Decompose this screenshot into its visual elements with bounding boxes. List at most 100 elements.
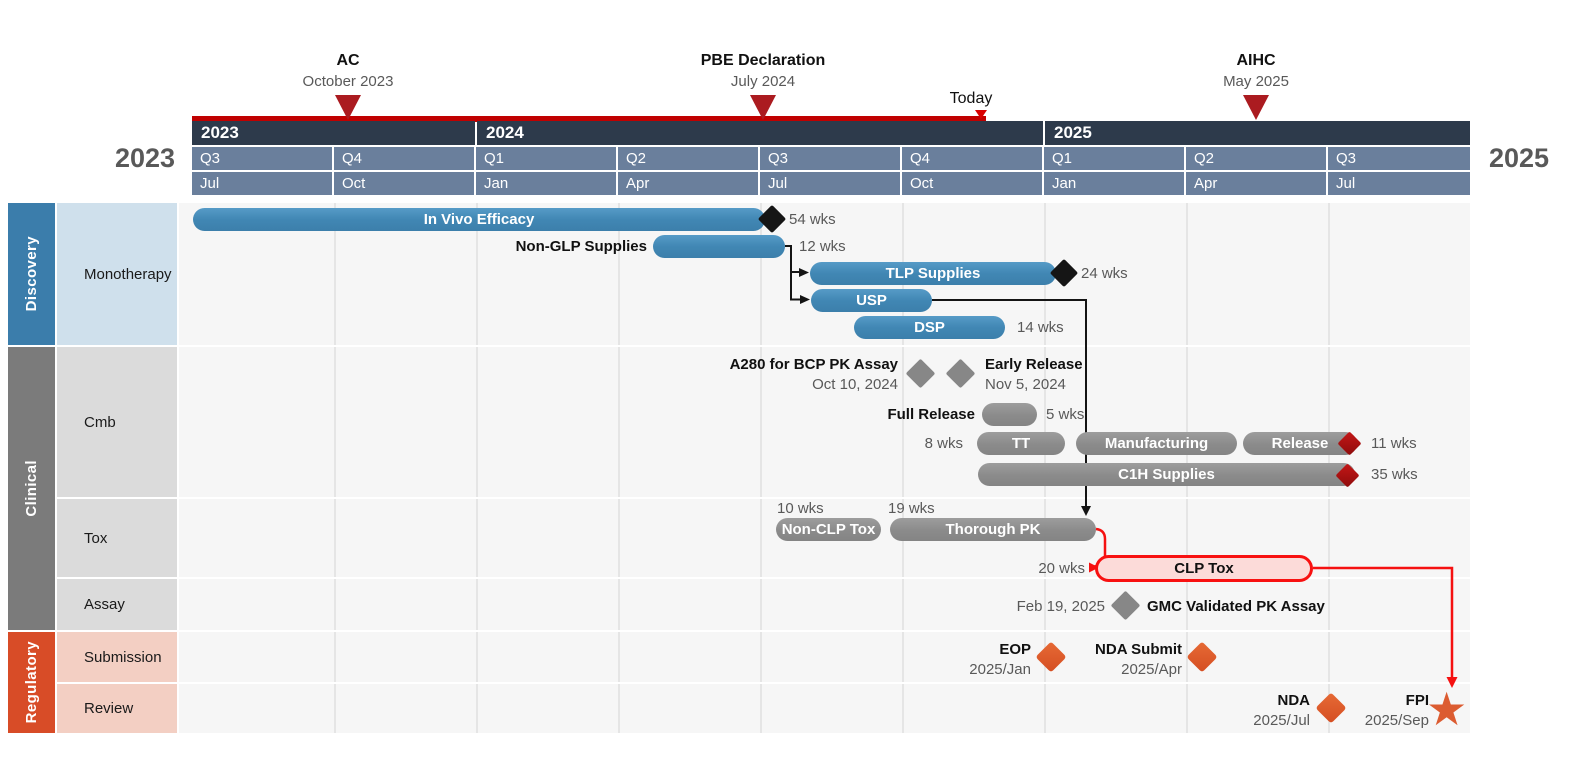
- group-regulatory: Regulatory: [8, 632, 55, 733]
- quarter-cell: Q2: [618, 147, 758, 170]
- quarter-cell: Q2: [1186, 147, 1326, 170]
- task-label: Thorough PK: [945, 521, 1041, 538]
- task-label: Release: [1271, 435, 1329, 452]
- task-label: C1H Supplies: [1118, 466, 1215, 483]
- axis-right-year-label: 2025: [1488, 143, 1550, 173]
- elapsed-time-line: [192, 116, 986, 122]
- task-bar-full-release[interactable]: [982, 403, 1037, 426]
- milestone-title: NDA: [1277, 692, 1311, 709]
- duration-label: 35 wks: [1371, 466, 1418, 483]
- top-milestone-title-pbe: PBE Declaration: [700, 52, 826, 69]
- task-bar-c1h-supplies[interactable]: C1H Supplies: [978, 463, 1355, 486]
- task-label: TT: [1011, 435, 1031, 452]
- task-label: DSP: [914, 319, 945, 336]
- task-label: USP: [856, 292, 887, 309]
- top-milestone-date-pbe: July 2024: [730, 73, 796, 90]
- month-cell: Jul: [1328, 172, 1470, 195]
- duration-label-thorough-pk: 19 wks: [888, 500, 935, 517]
- year-band-2023: 2023: [192, 121, 475, 145]
- duration-label: 54 wks: [789, 211, 836, 228]
- duration-label-non-clp: 10 wks: [777, 500, 824, 517]
- year-band-2024: 2024: [477, 121, 1043, 145]
- month-cell: Jan: [1044, 172, 1184, 195]
- month-cell: Oct: [334, 172, 474, 195]
- top-milestone-date-aihc: May 2025: [1223, 73, 1289, 90]
- milestone-label-fpi: FPI 2025/Sep: [1277, 691, 1429, 731]
- milestone-triangle-ac[interactable]: [335, 95, 361, 120]
- task-label: CLP Tox: [1174, 560, 1234, 577]
- task-bar-usp[interactable]: USP: [811, 289, 932, 312]
- row-review: Review: [57, 684, 177, 733]
- top-milestone-title-aihc: AIHC: [1236, 52, 1276, 69]
- group-discovery-label: Discovery: [23, 236, 40, 312]
- milestone-title: A280 for BCP PK Assay: [729, 356, 898, 373]
- task-label: Manufacturing: [1104, 435, 1209, 452]
- row-submission-label: Submission: [84, 648, 162, 666]
- month-cell: Apr: [1186, 172, 1326, 195]
- orange-star-fpi[interactable]: ★: [1426, 683, 1468, 735]
- milestone-label-nda: NDA 2025/Jul: [1158, 691, 1310, 731]
- row-review-label: Review: [84, 700, 134, 717]
- milestone-date-gmc: Feb 19, 2025: [1016, 598, 1105, 615]
- milestone-label-a280: A280 for BCP PK Assay Oct 10, 2024: [648, 355, 898, 395]
- milestone-label-early-release: Early Release Nov 5, 2024: [985, 355, 1185, 395]
- duration-label: 5 wks: [1046, 406, 1085, 423]
- duration-label: 14 wks: [1017, 319, 1064, 336]
- milestone-date: 2025/Apr: [1121, 661, 1182, 678]
- milestone-label-eop: EOP 2025/Jan: [879, 640, 1031, 680]
- quarter-cell: Q1: [476, 147, 616, 170]
- task-bar-dsp[interactable]: DSP: [854, 316, 1005, 339]
- year-band-2025: 2025: [1045, 121, 1470, 145]
- row-tox-label: Tox: [84, 529, 108, 547]
- milestone-title: NDA Submit: [1095, 641, 1182, 658]
- task-bar-thorough-pk[interactable]: Thorough PK: [890, 518, 1096, 541]
- row-cmb-label: Cmb: [84, 413, 116, 431]
- task-outside-label-non-glp: Non-GLP Supplies: [515, 238, 647, 255]
- axis-left-year-label: 2023: [114, 143, 176, 173]
- task-bar-in-vivo-efficacy[interactable]: In Vivo Efficacy: [193, 208, 765, 231]
- task-bar-tlp-supplies[interactable]: TLP Supplies: [810, 262, 1056, 285]
- gridline: [760, 203, 762, 733]
- month-cell: Apr: [618, 172, 758, 195]
- duration-label-clp-tox: 20 wks: [1038, 560, 1085, 577]
- milestone-title: Early Release: [985, 356, 1083, 373]
- milestone-date: 2025/Jan: [969, 661, 1031, 678]
- row-separator: [179, 682, 1470, 684]
- month-cell: Jul: [192, 172, 332, 195]
- milestone-date: Nov 5, 2024: [985, 376, 1066, 393]
- milestone-triangle-pbe[interactable]: [750, 95, 776, 120]
- row-assay: Assay: [57, 579, 177, 630]
- milestone-triangle-aihc[interactable]: [1243, 95, 1269, 120]
- month-cell: Jul: [760, 172, 900, 195]
- quarter-cell: Q3: [192, 147, 332, 170]
- task-bar-manufacturing[interactable]: Manufacturing: [1076, 432, 1237, 455]
- gridline: [476, 203, 478, 733]
- top-milestone-title-ac: AC: [336, 52, 360, 69]
- row-separator: [179, 497, 1470, 499]
- row-separator: [179, 630, 1470, 632]
- row-monotherapy-label: Monotherapy: [84, 265, 172, 283]
- row-separator: [179, 345, 1470, 347]
- milestone-title-gmc: GMC Validated PK Assay: [1147, 598, 1325, 615]
- duration-label: 24 wks: [1081, 265, 1128, 282]
- row-cmb: Cmb: [57, 347, 177, 497]
- row-assay-label: Assay: [84, 596, 125, 613]
- row-submission: Submission: [57, 632, 177, 682]
- task-label: In Vivo Efficacy: [423, 211, 535, 228]
- quarter-cell: Q4: [902, 147, 1042, 170]
- task-bar-non-clp-tox[interactable]: Non-CLP Tox: [776, 518, 881, 541]
- duration-label: 12 wks: [799, 238, 846, 255]
- gridline: [334, 203, 336, 733]
- duration-label-tt: 8 wks: [924, 435, 963, 452]
- task-bar-tt[interactable]: TT: [977, 432, 1065, 455]
- month-cell: Jan: [476, 172, 616, 195]
- task-bar-non-glp-supplies[interactable]: [653, 235, 785, 258]
- row-tox: Tox: [57, 499, 177, 577]
- quarter-cell: Q3: [1328, 147, 1470, 170]
- task-outside-label-full-release: Full Release: [887, 406, 975, 423]
- task-bar-release[interactable]: Release: [1243, 432, 1357, 455]
- quarter-cell: Q1: [1044, 147, 1184, 170]
- group-clinical-label: Clinical: [23, 460, 40, 517]
- task-bar-clp-tox[interactable]: CLP Tox: [1095, 555, 1313, 582]
